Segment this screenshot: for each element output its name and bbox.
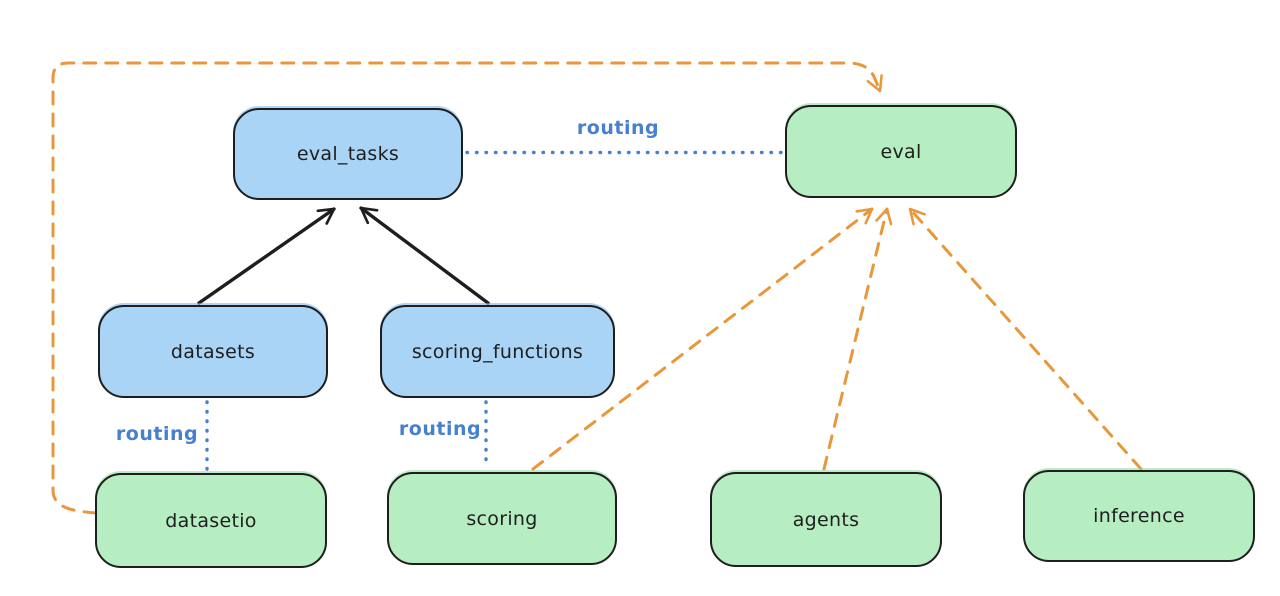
node-eval-tasks: eval_tasks — [233, 108, 463, 200]
routing-label-scoring-functions-to-scoring: routing — [398, 418, 482, 440]
node-inference-label: inference — [1093, 505, 1185, 527]
node-datasetio: datasetio — [95, 473, 327, 568]
edge-agents-to-eval-dashed — [822, 207, 893, 471]
node-scoring: scoring — [387, 472, 617, 565]
node-inference: inference — [1023, 470, 1255, 562]
edge-inference-to-eval-dashed — [908, 207, 1143, 471]
node-datasetio-label: datasetio — [165, 509, 257, 532]
node-eval-tasks-label: eval_tasks — [296, 143, 400, 165]
node-eval-label: eval — [880, 140, 922, 163]
node-eval: eval — [785, 105, 1017, 198]
node-scoring-functions-label: scoring_functions — [411, 340, 584, 363]
node-agents-label: agents — [792, 508, 860, 531]
routing-label-datasets-to-datasetio: routing — [115, 423, 199, 445]
node-datasets: datasets — [98, 305, 328, 398]
node-scoring-label: scoring — [466, 507, 538, 530]
edge-datasetio-to-eval-dashed — [51, 61, 883, 515]
node-datasets-label: datasets — [170, 340, 256, 363]
node-agents: agents — [710, 472, 942, 567]
edge-datasets-to-eval-tasks — [197, 207, 336, 305]
edge-scoring-to-eval-dashed — [531, 207, 874, 471]
node-scoring-functions: scoring_functions — [380, 305, 615, 398]
edge-scoring-functions-to-eval-tasks — [359, 206, 490, 305]
routing-label-eval-tasks-to-eval: routing — [576, 117, 660, 139]
